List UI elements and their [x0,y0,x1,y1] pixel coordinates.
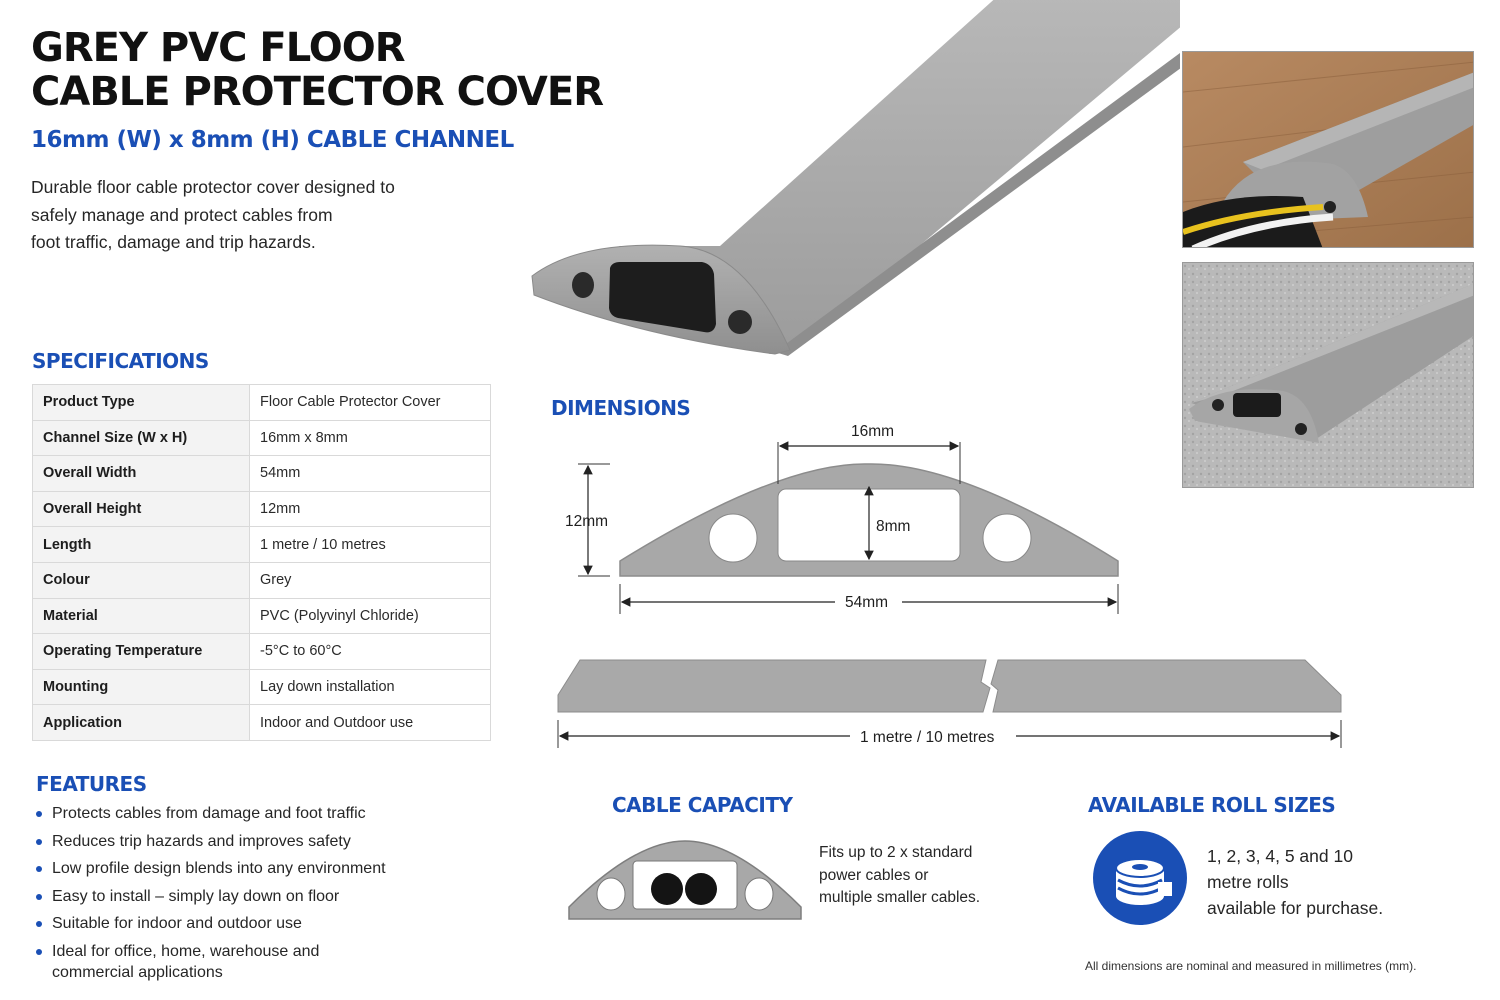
list-item: Protects cables from damage and foot tra… [36,803,436,824]
spec-key: Overall Height [32,490,250,528]
spec-key: Operating Temperature [32,633,250,670]
list-item: Suitable for indoor and outdoor use [36,913,436,934]
capacity-line: multiple smaller cables. [819,889,981,906]
roll-line: available for purchase. [1207,898,1384,918]
spec-key: Mounting [32,668,250,706]
spec-key: Material [32,597,250,635]
feature-text: Protects cables from damage and foot tra… [52,805,366,822]
feature-text: Suitable for indoor and outdoor use [52,915,302,932]
cable-capacity-text: Fits up to 2 x standard power cables or … [819,842,1019,910]
installed-on-carpet-photo [1182,262,1474,488]
length-strip-left [557,659,991,713]
spec-value: 54mm [249,455,491,492]
overall-height-label: 12mm [565,513,608,530]
spec-key: Channel Size (W x H) [32,419,250,457]
dimensions-heading: DIMENSIONS [551,396,691,420]
dimensions-diagram: 16mm 12mm 8mm 54mm 1 metre / 10 metres [557,423,1342,748]
side-hole-right [982,513,1032,563]
feature-text: Low profile design blends into any envir… [52,860,386,877]
roll-sizes-heading: AVAILABLE ROLL SIZES [1088,793,1336,817]
spec-value: Indoor and Outdoor use [249,704,491,741]
features-heading: FEATURES [36,772,147,796]
channel-width-label: 16mm [851,423,894,440]
intro-line: Durable floor cable protector cover desi… [31,177,395,197]
subtitle: 16mm (W) x 8mm (H) CABLE CHANNEL [31,127,514,153]
hero-product-image [531,0,1180,356]
capacity-line: Fits up to 2 x standard [819,844,973,861]
wood-scene [1183,52,1473,247]
side-hole-left [708,513,758,563]
carpet-scene [1183,263,1473,487]
list-item: Ideal for office, home, warehouse and co… [36,941,336,983]
bullet-icon [36,838,42,845]
roll-line: metre rolls [1207,872,1289,892]
spec-key: Product Type [32,384,250,421]
spec-value: PVC (Polyvinyl Chloride) [249,597,491,635]
channel-height-label: 8mm [876,518,910,535]
spec-key: Length [32,526,250,563]
length-label: 1 metre / 10 metres [860,729,995,746]
intro-line: safely manage and protect cables from [31,204,333,225]
spec-value: 16mm x 8mm [249,419,491,457]
spec-key: Application [32,704,250,741]
intro-line: foot traffic, damage and trip hazards. [31,232,316,252]
spec-value: 12mm [249,490,491,528]
bullet-icon [36,893,42,900]
table-row: Operating Temperature-5°C to 60°C [32,633,491,670]
spec-value: Lay down installation [249,668,491,706]
features-list: Protects cables from damage and foot tra… [36,803,436,989]
page-title: GREY PVC FLOOR CABLE PROTECTOR COVER [31,25,604,115]
title-line-2: CABLE PROTECTOR COVER [31,69,604,115]
spec-value: Floor Cable Protector Cover [249,384,491,421]
specifications-heading: SPECIFICATIONS [32,349,209,373]
spec-key: Colour [32,561,250,599]
feature-text: Easy to install – simply lay down on flo… [52,887,340,905]
roll-line: 1, 2, 3, 4, 5 and 10 [1207,846,1353,866]
cable-icon [685,873,717,905]
overall-width-label: 54mm [845,594,888,611]
footnote: All dimensions are nominal and measured … [1085,959,1417,973]
feature-text: Reduces trip hazards and improves safety [52,832,351,850]
list-item: Low profile design blends into any envir… [36,858,436,879]
bullet-icon [36,921,42,927]
installed-on-wood-photo [1182,51,1474,248]
spec-value: 1 metre / 10 metres [249,526,491,563]
spec-key: Overall Width [32,455,250,492]
bullet-icon [36,866,42,872]
tape-roll-icon [1093,831,1187,925]
bullet-icon [36,948,42,955]
cable-icon [651,873,683,905]
title-line-1: GREY PVC FLOOR [31,25,406,71]
intro-text: Durable floor cable protector cover desi… [31,174,451,257]
feature-text: Ideal for office, home, warehouse and co… [52,942,320,981]
list-item: Reduces trip hazards and improves safety [36,831,436,852]
length-strip-right [990,659,1342,713]
cable-capacity-heading: CABLE CAPACITY [612,793,793,817]
cable-capacity-diagram [568,840,802,920]
roll-sizes-text: 1, 2, 3, 4, 5 and 10 metre rolls availab… [1207,843,1437,921]
table-row: Channel Size (W x H)16mm x 8mm [32,419,491,457]
capacity-line: power cables or [819,866,929,884]
spec-value: -5°C to 60°C [249,633,491,670]
spec-value: Grey [249,561,491,599]
list-item: Easy to install – simply lay down on flo… [36,886,436,907]
bullet-icon [36,811,42,817]
